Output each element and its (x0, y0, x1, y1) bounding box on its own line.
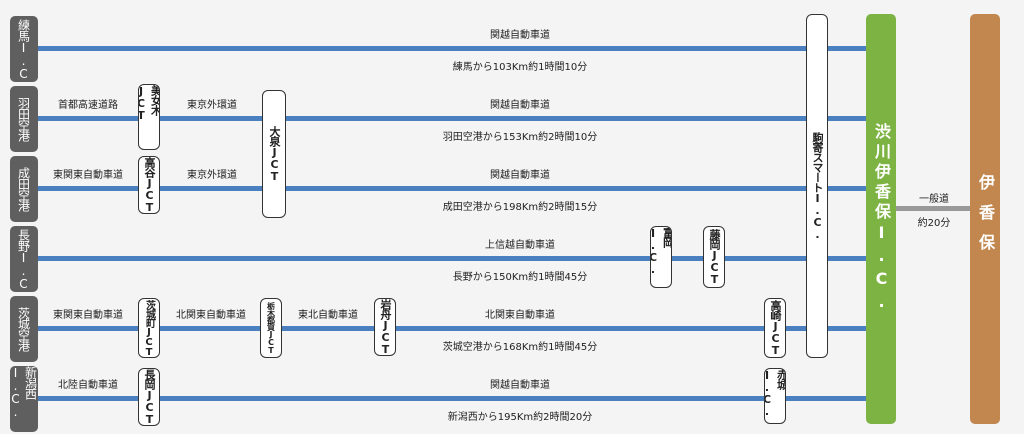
distance-label: 新潟西から195Km約2時間20分 (447, 412, 593, 423)
junction-bijogi: 美女木JCT (138, 84, 160, 150)
segment-label: 北陸自動車道 (58, 380, 118, 391)
segment-label: 東北自動車道 (298, 310, 358, 321)
route-line-ibaraki (38, 326, 868, 331)
route-line-haneda (38, 116, 868, 121)
destination-ic-shibukawa-ikaho: 渋川伊香保I.C. (866, 14, 896, 424)
destination-ikaho: 伊香保 (970, 14, 1000, 424)
junction-koya: 高谷JCT (138, 156, 160, 214)
segment-label: 東京外環道 (187, 100, 237, 111)
origin-ibaraki: 茨城空港 (10, 296, 38, 362)
segment-label: 北関東自動車道 (176, 310, 246, 321)
road-label: 関越自動車道 (490, 170, 550, 181)
distance-label: 長野から150Km約1時間45分 (452, 272, 588, 283)
origin-niigata: 新潟西I.C. (9, 366, 38, 432)
ic-tomioka: 富岡I.C. (650, 226, 672, 288)
junction-iwafune: 岩舟JCT (374, 298, 396, 356)
general-road-line (896, 206, 972, 211)
road-label: 関越自動車道 (490, 380, 550, 391)
junction-fujioka: 藤岡JCT (703, 226, 725, 288)
origin-nagano: 長野I.C (10, 226, 38, 292)
route-line-narita (38, 186, 868, 191)
road-label: 関越自動車道 (490, 100, 550, 111)
segment-label: 東関東自動車道 (53, 310, 123, 321)
junction-ibarakimachi: 茨城町JCT (138, 298, 160, 358)
segment-label: 首都高速道路 (58, 100, 118, 111)
segment-label: 東京外環道 (187, 170, 237, 181)
smart-ic-komayose: 駒寄スマートI.C. (806, 14, 828, 358)
distance-label: 茨城空港から168Km約1時間45分 (442, 342, 598, 353)
ic-akagi: 赤城I.C. (764, 368, 786, 424)
junction-tochigitsuga: 栃木都賀JCT (260, 298, 282, 358)
origin-nerima: 練馬I.C (10, 16, 38, 82)
distance-label: 羽田空港から153Km約2時間10分 (442, 132, 598, 143)
origin-haneda: 羽田空港 (10, 86, 38, 152)
origin-narita: 成田空港 (10, 156, 38, 222)
segment-label: 東関東自動車道 (53, 170, 123, 181)
road-label: 上信越自動車道 (485, 240, 555, 251)
junction-oizumi: 大泉JCT (262, 90, 286, 218)
road-label: 関越自動車道 (490, 30, 550, 41)
junction-nagaoka: 長岡JCT (138, 368, 160, 426)
route-line-nagano (38, 256, 868, 261)
junction-takasaki: 高崎JCT (764, 298, 786, 358)
general-road-label: 一般道 (919, 194, 949, 205)
route-line-nerima (38, 46, 868, 51)
distance-label: 成田空港から198Km約2時間15分 (442, 202, 598, 213)
general-road-time: 約20分 (917, 218, 951, 229)
distance-label: 練馬から103Km約1時間10分 (452, 62, 588, 73)
route-line-niigata (38, 396, 868, 401)
road-label: 北関東自動車道 (485, 310, 555, 321)
